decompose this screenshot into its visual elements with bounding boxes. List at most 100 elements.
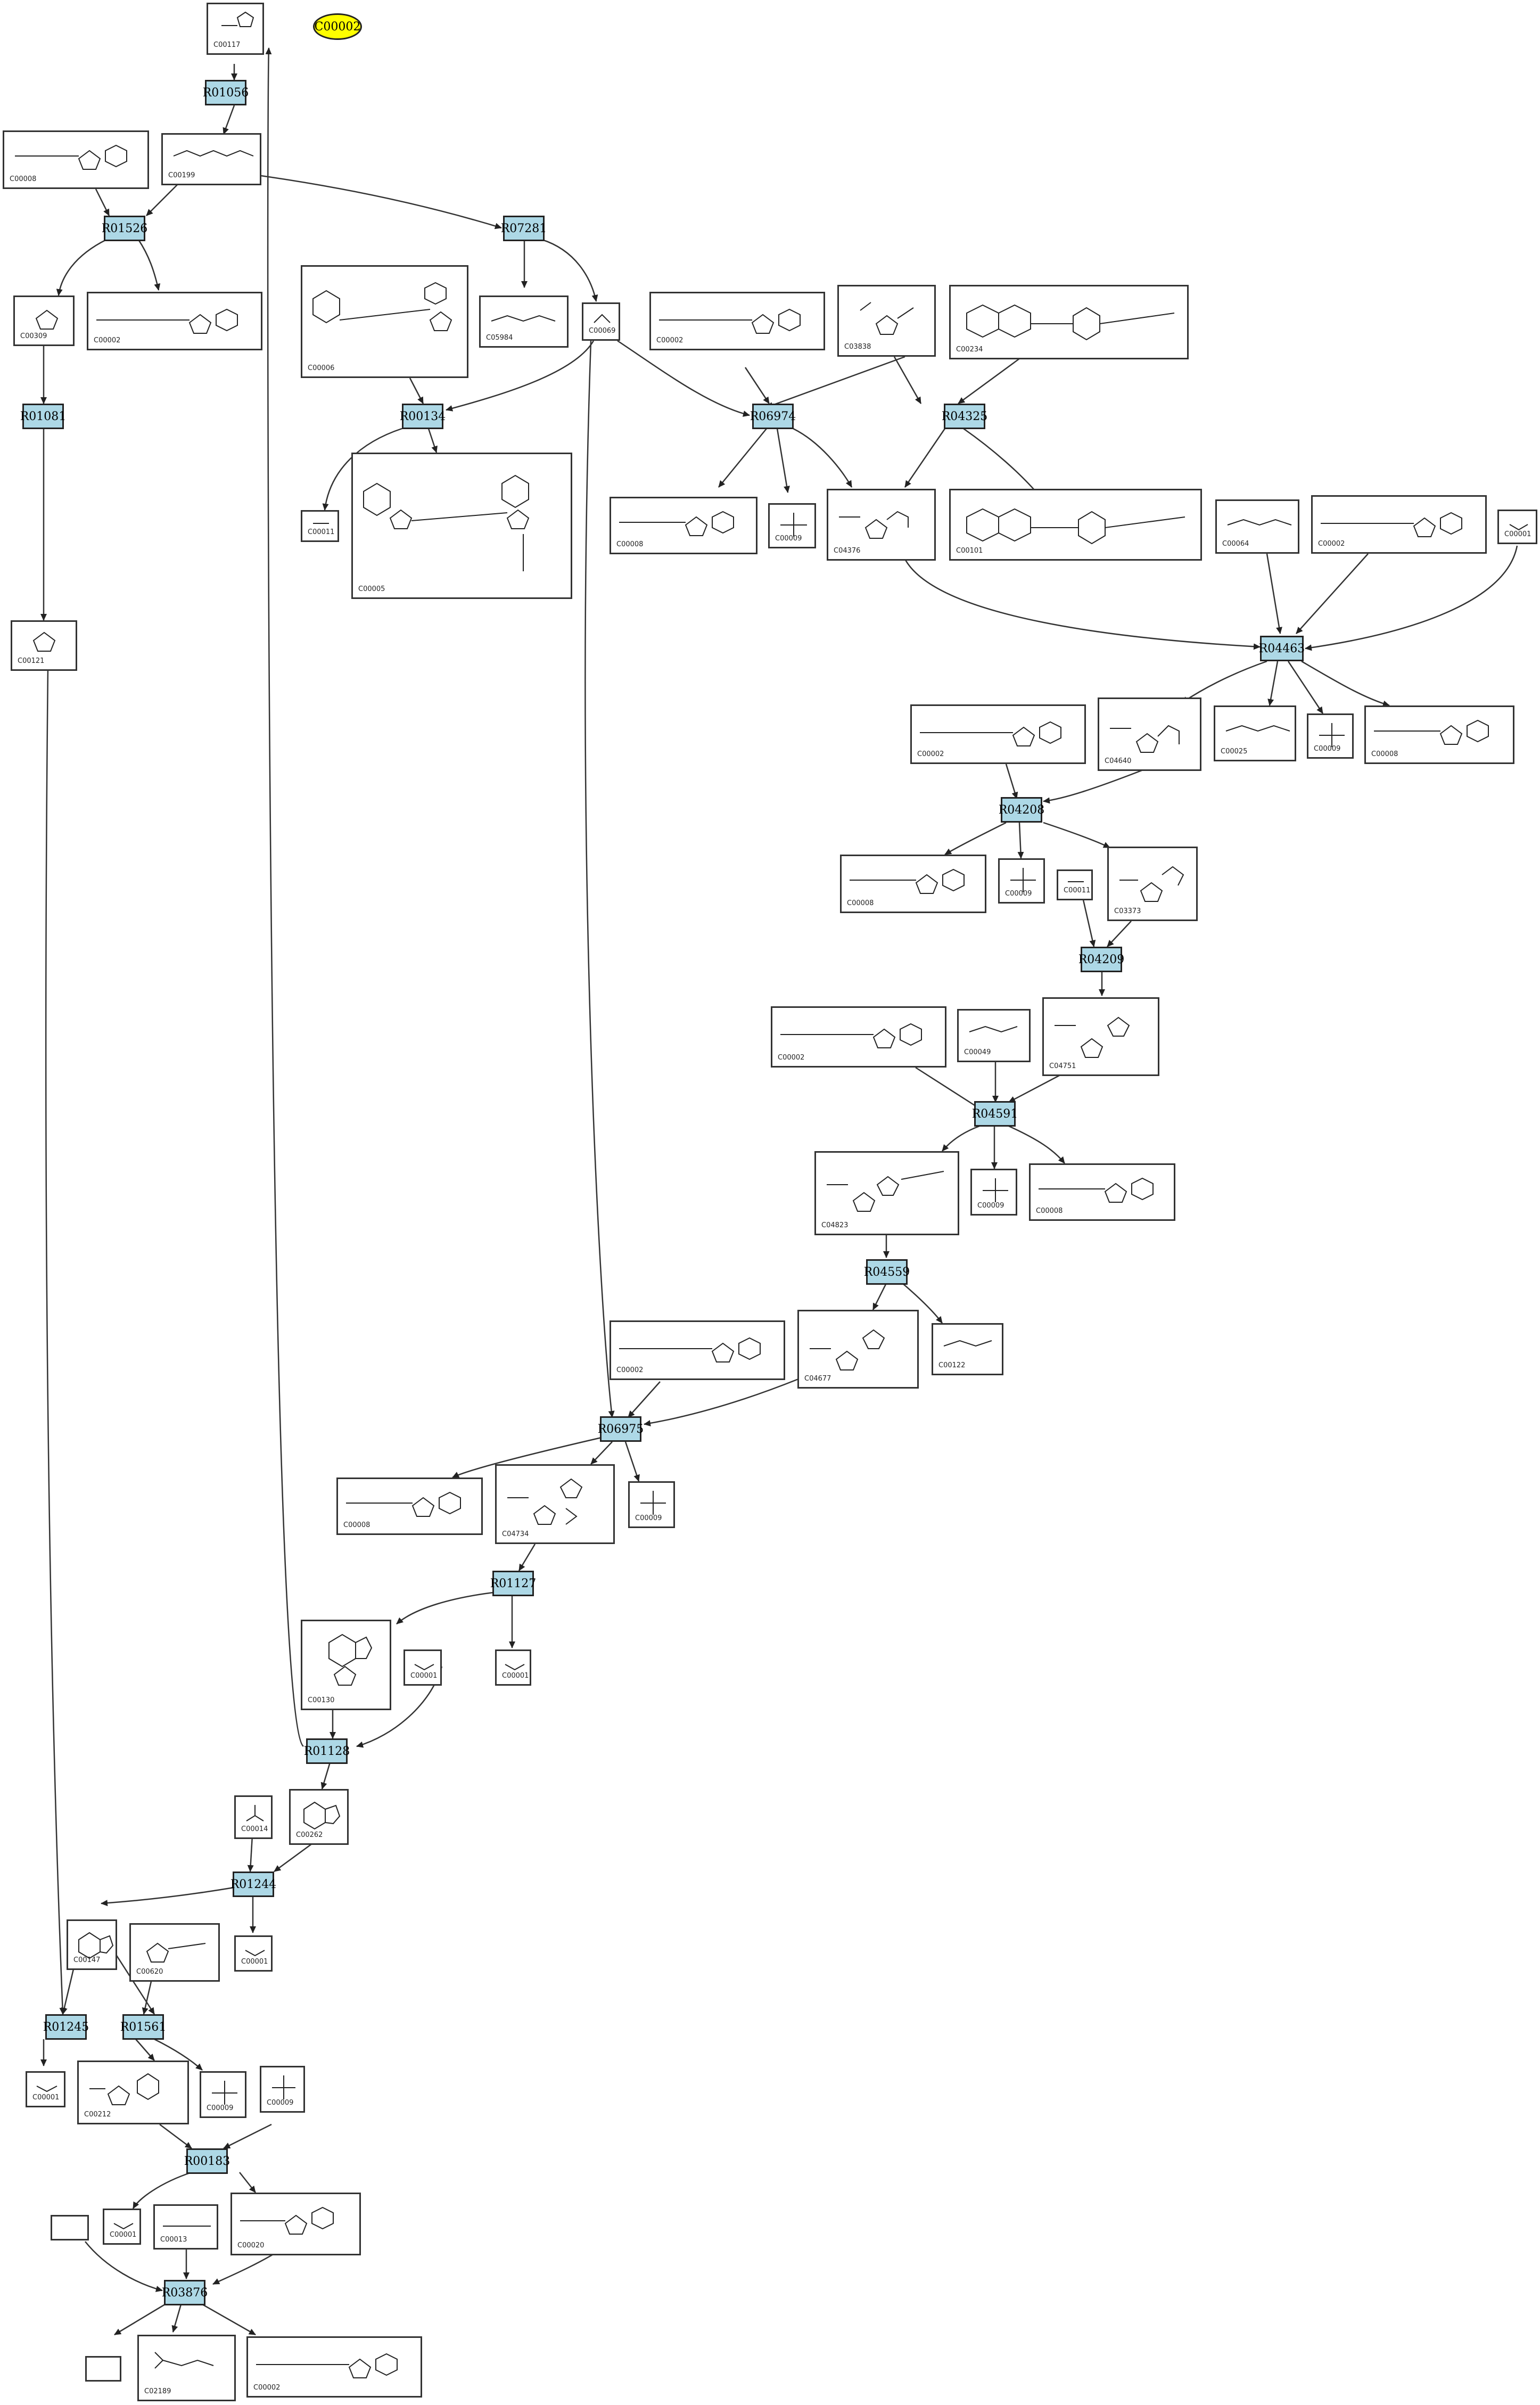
compound-box[interactable]: C00014 xyxy=(234,1795,273,1839)
compound-box[interactable]: C00011 xyxy=(301,510,339,542)
reaction-R04591[interactable]: R04591 xyxy=(972,1101,1018,1127)
compound-box[interactable]: C00025 xyxy=(1214,705,1296,761)
molecule-structure-icon xyxy=(780,513,807,537)
compound-box[interactable]: C03838 xyxy=(837,285,936,357)
reaction-R01526[interactable]: R01526 xyxy=(102,216,147,241)
compound-box[interactable]: C00008 xyxy=(1364,705,1514,764)
compound-box[interactable]: C00009 xyxy=(1307,713,1354,759)
compound-id: C00001 xyxy=(1504,530,1531,538)
reaction-R01561[interactable]: R01561 xyxy=(120,2014,166,2040)
compound-box[interactable]: C00011 xyxy=(1057,869,1093,900)
compound-box[interactable]: C04677 xyxy=(797,1310,919,1389)
reaction-R03876[interactable]: R03876 xyxy=(162,2280,208,2305)
compound-box[interactable]: C00008 xyxy=(840,855,986,913)
compound-box[interactable]: C00006 xyxy=(301,265,468,378)
compound-box[interactable]: C00049 xyxy=(957,1009,1031,1062)
highlight-ellipse-C00002[interactable]: C00002 xyxy=(313,13,362,40)
compound-box[interactable]: C00009 xyxy=(628,1481,675,1528)
compound-box[interactable]: C00064 xyxy=(1215,499,1299,554)
compound-box[interactable]: C00212 xyxy=(77,2061,189,2124)
molecule-structure-icon xyxy=(1225,725,1290,732)
compound-box[interactable]: C00008 xyxy=(336,1478,483,1535)
reaction-R01128[interactable]: R01128 xyxy=(304,1738,350,1764)
compound-box[interactable]: C00001 xyxy=(495,1649,531,1686)
reaction-R01056[interactable]: R01056 xyxy=(203,80,249,105)
compound-box[interactable]: C00001 xyxy=(103,2209,141,2245)
compound-box[interactable]: C00262 xyxy=(289,1789,349,1845)
molecule-structure-icon xyxy=(78,1932,114,1959)
reaction-R01127[interactable]: R01127 xyxy=(490,1571,536,1596)
compound-box[interactable]: C00002 xyxy=(246,2336,422,2398)
molecule-structure-icon xyxy=(507,1478,583,1525)
reaction-R04209[interactable]: R04209 xyxy=(1078,947,1124,972)
compound-id: C00013 xyxy=(160,2236,187,2244)
compound-box[interactable]: C03373 xyxy=(1107,847,1198,921)
reaction-R06975[interactable]: R06975 xyxy=(598,1416,644,1442)
compound-box[interactable]: C00199 xyxy=(161,133,261,185)
reaction-R04208[interactable]: R04208 xyxy=(999,797,1044,823)
compound-box[interactable]: C00002 xyxy=(1311,495,1487,554)
compound-box[interactable]: C04823 xyxy=(814,1151,959,1235)
edge xyxy=(45,668,66,2015)
compound-box[interactable]: C00002 xyxy=(87,292,262,350)
compound-box[interactable]: C00069 xyxy=(582,302,620,341)
compound-box[interactable]: C00309 xyxy=(13,296,75,346)
blank-node[interactable] xyxy=(51,2215,89,2240)
compound-box[interactable]: C00001 xyxy=(403,1649,442,1686)
edge xyxy=(427,428,438,453)
compound-box[interactable]: C00009 xyxy=(998,858,1045,904)
compound-box[interactable]: C00008 xyxy=(3,130,149,189)
edge xyxy=(1301,660,1390,707)
compound-box[interactable]: C00005 xyxy=(351,453,572,599)
compound-box[interactable]: C00008 xyxy=(610,497,757,554)
molecule-structure-icon xyxy=(1068,881,1084,882)
compound-box[interactable]: C00130 xyxy=(301,1620,391,1710)
reaction-R06974[interactable]: R06974 xyxy=(750,404,796,429)
reaction-R01081[interactable]: R01081 xyxy=(20,404,66,429)
reaction-R01244[interactable]: R01244 xyxy=(230,1872,276,1897)
molecule-structure-icon xyxy=(1321,512,1462,537)
compound-box[interactable]: C00020 xyxy=(230,2193,361,2255)
edge xyxy=(274,1841,315,1873)
compound-id: C00009 xyxy=(207,2104,234,2112)
compound-box[interactable]: C02189 xyxy=(137,2335,236,2401)
compound-box[interactable]: C00001 xyxy=(26,2071,65,2107)
compound-box[interactable]: C00009 xyxy=(200,2071,246,2118)
molecule-structure-icon xyxy=(780,1023,922,1048)
blank-node[interactable] xyxy=(85,2356,121,2382)
compound-box[interactable]: C00009 xyxy=(970,1169,1017,1216)
reaction-R04325[interactable]: R04325 xyxy=(942,404,987,429)
compound-box[interactable]: C04734 xyxy=(495,1464,615,1544)
compound-box[interactable]: C00147 xyxy=(67,1919,117,1970)
compound-box[interactable]: C00009 xyxy=(768,503,816,548)
compound-box[interactable]: C00008 xyxy=(1029,1163,1175,1221)
reaction-R07281[interactable]: R07281 xyxy=(501,216,547,241)
compound-box[interactable]: C00001 xyxy=(1497,510,1537,544)
compound-box[interactable]: C00121 xyxy=(11,620,77,671)
reaction-R04559[interactable]: R04559 xyxy=(864,1259,910,1285)
compound-box[interactable]: C00002 xyxy=(910,704,1086,764)
compound-box[interactable]: C05984 xyxy=(479,296,569,348)
compound-box[interactable]: C00002 xyxy=(771,1006,946,1068)
compound-box[interactable]: C00009 xyxy=(260,2066,305,2113)
compound-box[interactable]: C00001 xyxy=(234,1935,273,1972)
compound-box[interactable]: C00002 xyxy=(649,292,825,350)
compound-box[interactable]: C00013 xyxy=(153,2204,218,2250)
compound-box[interactable]: C04640 xyxy=(1098,697,1201,771)
compound-box[interactable]: C00002 xyxy=(610,1320,785,1380)
compound-box[interactable]: C00101 xyxy=(949,489,1202,561)
compound-id: C04734 xyxy=(502,1530,529,1538)
compound-box[interactable]: C04376 xyxy=(827,489,936,561)
compound-box[interactable]: C00122 xyxy=(932,1323,1003,1375)
compound-box[interactable]: C00234 xyxy=(949,285,1189,359)
reaction-R00134[interactable]: R00134 xyxy=(400,404,446,429)
compound-box[interactable]: C00117 xyxy=(207,3,264,55)
reaction-R01245[interactable]: R01245 xyxy=(43,2014,89,2040)
compound-box[interactable]: C04751 xyxy=(1042,997,1159,1076)
compound-box[interactable]: C00620 xyxy=(129,1923,220,1982)
reaction-R04463[interactable]: R04463 xyxy=(1259,636,1305,661)
compound-id: C04376 xyxy=(834,547,861,555)
reaction-R00183[interactable]: R00183 xyxy=(184,2148,230,2174)
molecule-structure-icon xyxy=(850,868,965,894)
